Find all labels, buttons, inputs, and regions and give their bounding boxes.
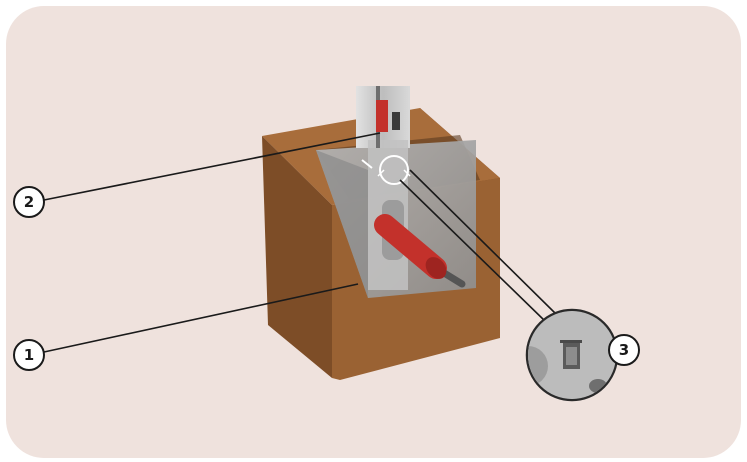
leader-line-3a — [399, 179, 547, 323]
leader-line-3b — [409, 169, 557, 315]
callout-number-1: 1 — [24, 346, 34, 364]
red-conduit — [374, 214, 466, 288]
box-front-face — [262, 136, 332, 378]
red-clip — [376, 100, 388, 132]
callout-2: 2 — [13, 186, 45, 218]
callout-number-2: 2 — [24, 193, 34, 211]
callout-1: 1 — [13, 339, 45, 371]
detail-marker-circle — [379, 155, 409, 185]
clip-bracket — [392, 112, 400, 130]
detail-tick — [377, 169, 385, 177]
callout-3: 3 — [608, 334, 640, 366]
leader-line-2 — [43, 132, 381, 201]
magnifier-detail-icon — [525, 308, 619, 402]
callout-number-3: 3 — [619, 341, 629, 359]
glass-panel-edge — [316, 150, 368, 298]
detail-tick — [403, 169, 411, 177]
detail-tick — [361, 159, 373, 169]
leader-line-1 — [43, 283, 359, 353]
